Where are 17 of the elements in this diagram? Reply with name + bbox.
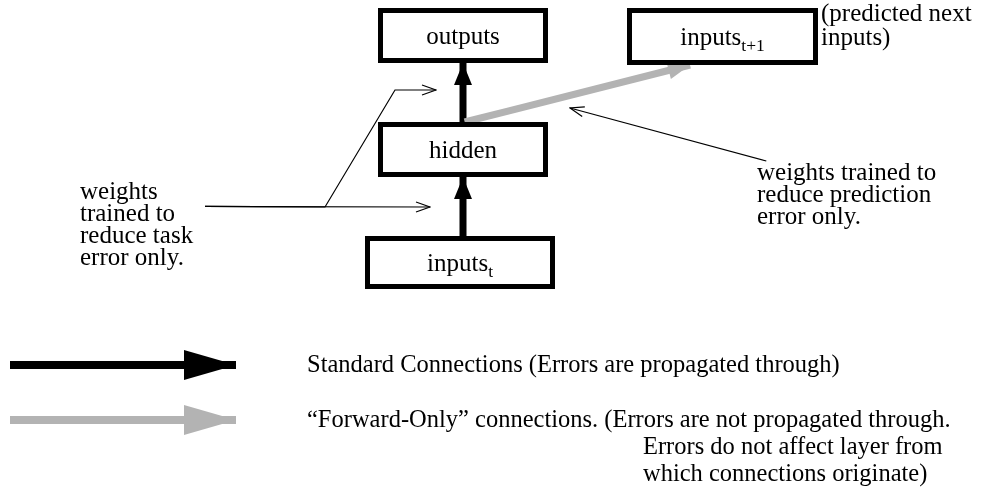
annotation-text: weights trained to reduce task error only. <box>80 180 205 268</box>
layer-box <box>378 122 548 177</box>
layer-box <box>378 8 548 63</box>
connection-arrow <box>454 63 472 122</box>
layer-label: inputs$_{t+1}$ <box>680 22 765 51</box>
layer-label: inputs$_{t}$ <box>427 248 493 277</box>
layer-box <box>365 236 555 289</box>
legend-text: Standard Connections (Errors are propagated through) <box>307 350 840 377</box>
leader-line <box>204 84 437 208</box>
layer-label: outputs <box>426 21 500 50</box>
side-note: (predicted next inputs) <box>821 1 973 49</box>
annotation-text: weights trained to reduce prediction error only. <box>757 161 943 227</box>
layer-label: hidden <box>428 135 497 164</box>
legend-text: “Forward-Only” connections. (Errors are not propagated through. Errors do not affect layer from which connections originate) <box>307 405 952 486</box>
layer-box <box>627 8 818 65</box>
leader-line <box>569 106 767 162</box>
connection-arrow <box>454 177 472 236</box>
